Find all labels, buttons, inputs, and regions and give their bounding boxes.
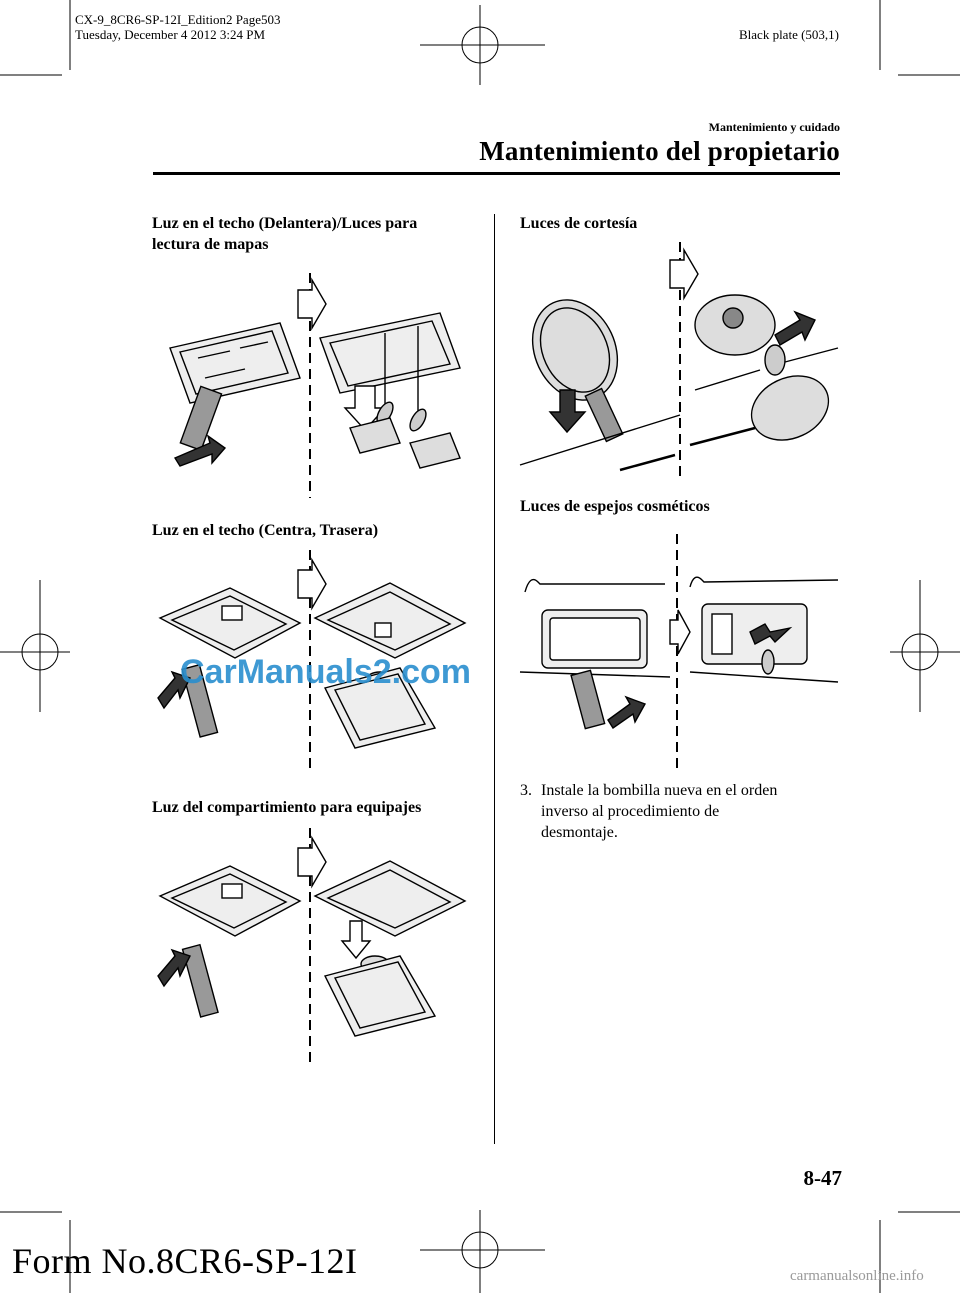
vanity-mirror-lamp-illustration: [519, 534, 839, 770]
heading-front-lamp: Luz en el techo (Delantera)/Luces para l…: [152, 215, 418, 253]
print-plate: Black plate (503,1): [739, 27, 839, 42]
step-3-line2: inverso al procedimiento de: [541, 803, 720, 820]
luggage-lamp-illustration: [157, 828, 467, 1066]
courtesy-lamp-illustration: [519, 242, 839, 482]
print-date-line: Tuesday, December 4 2012 3:24 PM: [75, 27, 266, 42]
chapter-label: Mantenimiento y cuidado: [708, 120, 840, 134]
heading-luggage-lamp: Luz del compartimiento para equipajes: [152, 799, 422, 816]
step-3: 3. Instale la bombilla nueva en el orden: [520, 782, 778, 799]
header-rule: [153, 172, 840, 175]
heading-vanity-mirror-lamp: Luces de espejos cosméticos: [520, 498, 710, 515]
step-3-line3: desmontaje.: [541, 824, 618, 841]
watermark: CarManuals2.com: [180, 653, 471, 691]
print-file-line: CX-9_8CR6-SP-12I_Edition2 Page503: [75, 12, 281, 27]
page-number: 8-47: [803, 1166, 843, 1190]
footer-site: carmanualsonline.info: [790, 1268, 924, 1284]
front-lamp-illustration: [169, 273, 461, 498]
heading-center-rear-lamp: Luz en el techo (Centra, Trasera): [152, 522, 379, 539]
center-rear-lamp-illustration: [157, 550, 467, 773]
heading-courtesy-lamp: Luces de cortesía: [520, 215, 638, 232]
section-title: Mantenimiento del propietario: [479, 136, 840, 166]
column-divider: [494, 214, 495, 1144]
form-number: Form No.8CR6-SP-12I: [12, 1241, 358, 1281]
